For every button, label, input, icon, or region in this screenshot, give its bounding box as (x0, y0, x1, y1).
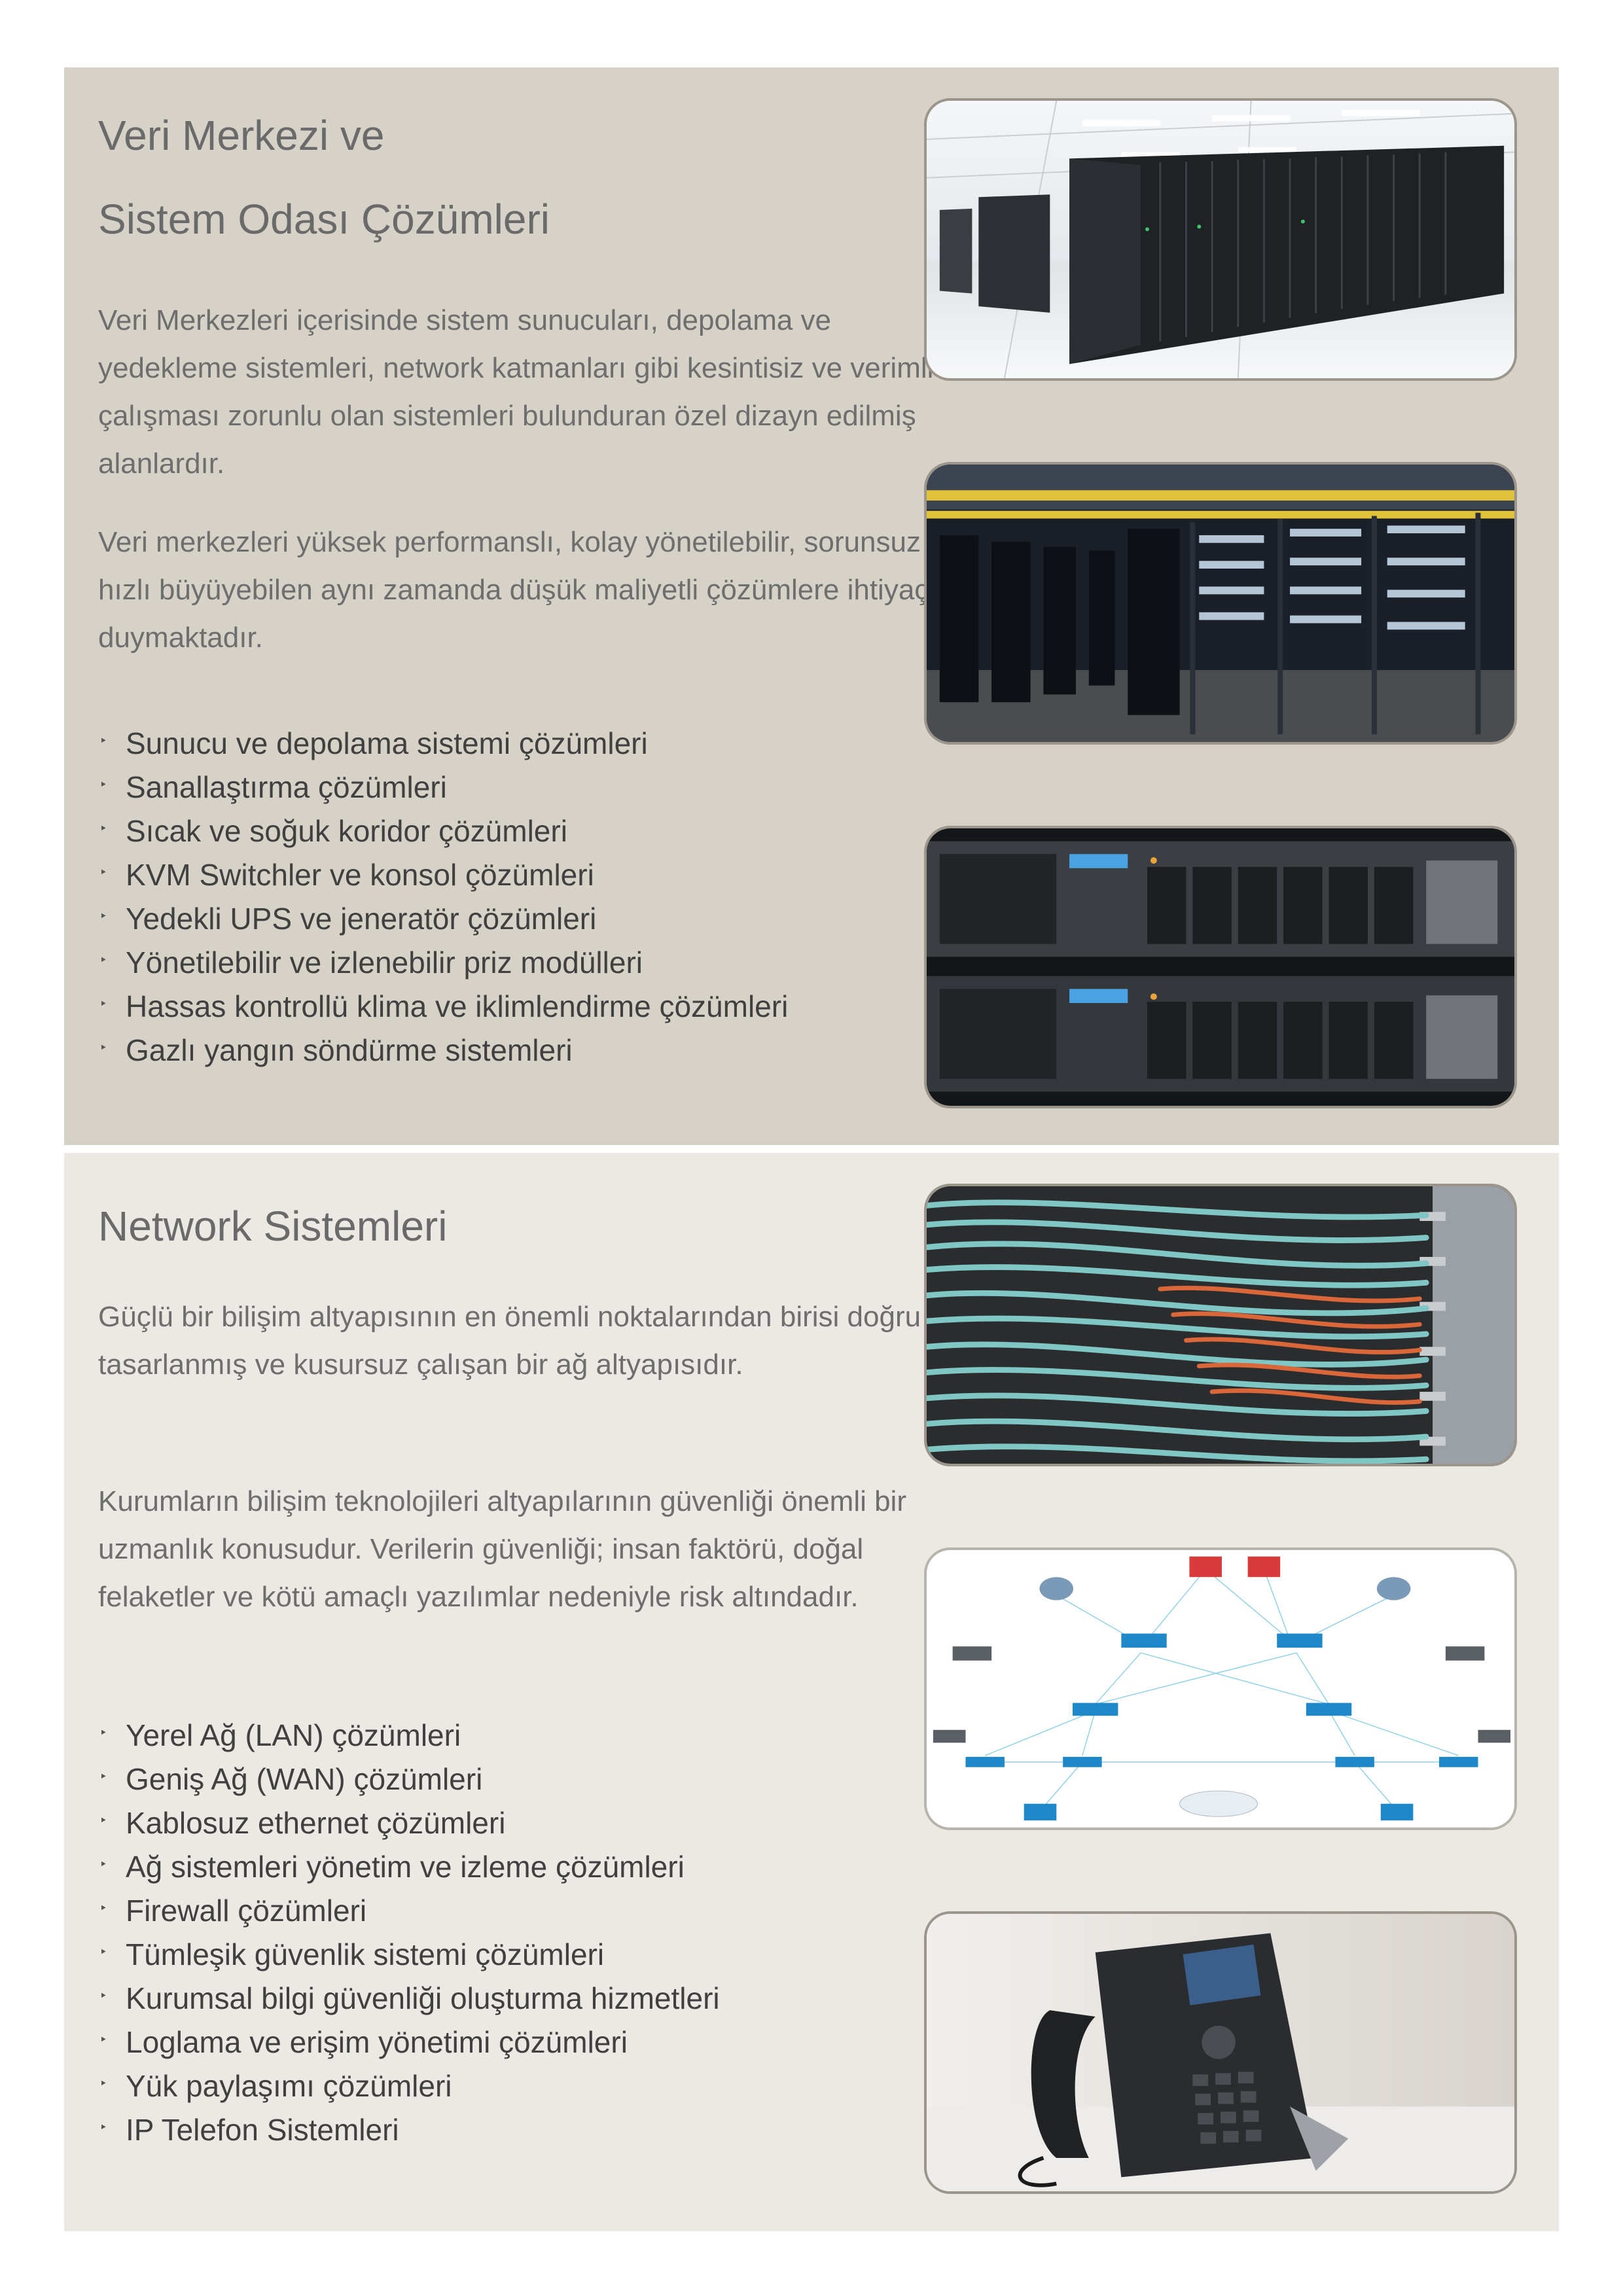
ip-phone-photo (924, 1911, 1517, 2194)
list-item: ‣ Sıcak ve soğuk koridor çözümleri (98, 809, 788, 853)
bullet-triangle-icon: ‣ (99, 1858, 107, 1872)
list-item: ‣ Geniş Ağ (WAN) çözümleri (98, 1757, 720, 1801)
rack-aisle-photo (924, 462, 1517, 745)
rack-server-photo (924, 826, 1517, 1108)
bullet-triangle-icon: ‣ (99, 734, 107, 749)
list-item: ‣ Kurumsal bilgi güvenliği oluşturma hizm… (98, 1977, 720, 2021)
network-title: Network Sistemleri (98, 1203, 448, 1250)
bullet-text: Geniş Ağ (WAN) çözümleri (126, 1762, 483, 1796)
bullet-text: Loglama ve erişim yönetimi çözümleri (126, 2025, 628, 2059)
bullet-text: Yönetilebilir ve izlenebilir priz modüll… (126, 945, 643, 980)
bullet-text: IP Telefon Sistemleri (126, 2113, 399, 2147)
network-bullet-list: ‣ Yerel Ağ (LAN) çözümleri ‣ Geniş Ağ (WAN… (98, 1714, 720, 2152)
list-item: ‣ Sanallaştırma çözümleri (98, 766, 788, 809)
bullet-text: Ağ sistemleri yönetim ve izleme çözümler… (126, 1850, 685, 1884)
bullet-triangle-icon: ‣ (99, 1770, 107, 1784)
datacenter-paragraph-1: Veri Merkezleri içerisinde sistem sunucu… (98, 304, 934, 480)
bullet-triangle-icon: ‣ (99, 2077, 107, 2091)
network-paragraph-2: Kurumların bilişim teknolojileri altyapı… (98, 1485, 906, 1613)
fiber-cables-photo (924, 1184, 1517, 1466)
bullet-triangle-icon: ‣ (99, 778, 107, 792)
list-item: ‣ Loglama ve erişim yönetimi çözümleri (98, 2021, 720, 2064)
datacenter-section: Veri Merkezi ve Sistem Odası Çözümleri V… (64, 67, 1559, 1145)
bullet-text: Yedekli UPS ve jeneratör çözümleri (126, 902, 597, 936)
list-item: ‣ KVM Switchler ve konsol çözümleri (98, 853, 788, 897)
bullet-text: Kablosuz ethernet çözümleri (126, 1806, 506, 1840)
bullet-triangle-icon: ‣ (99, 910, 107, 924)
bullet-text: Gazlı yangın söndürme sistemleri (126, 1033, 573, 1067)
datacenter-title: Veri Merkezi ve Sistem Odası Çözümleri (98, 94, 550, 261)
network-paragraph-1: Güçlü bir bilişim altyapısının en önemli… (98, 1301, 921, 1381)
datacenter-title-line-1: Veri Merkezi ve (98, 112, 385, 159)
bullet-text: Sunucu ve depolama sistemi çözümleri (126, 726, 648, 760)
bullet-text: Firewall çözümleri (126, 1894, 367, 1928)
bullet-text: KVM Switchler ve konsol çözümleri (126, 858, 594, 892)
network-section: Network Sistemleri Güçlü bir bilişim alt… (64, 1153, 1559, 2231)
bullet-triangle-icon: ‣ (99, 1989, 107, 2004)
list-item: ‣ Yönetilebilir ve izlenebilir priz modül… (98, 941, 788, 985)
bullet-triangle-icon: ‣ (99, 2121, 107, 2135)
list-item: ‣ IP Telefon Sistemleri (98, 2108, 720, 2152)
bullet-triangle-icon: ‣ (99, 1901, 107, 1916)
bullet-text: Yük paylaşımı çözümleri (126, 2069, 452, 2103)
bullet-text: Tümleşik güvenlik sistemi çözümleri (126, 1937, 605, 1971)
bullet-text: Kurumsal bilgi güvenliği oluşturma hizme… (126, 1981, 720, 2015)
list-item: ‣ Yük paylaşımı çözümleri (98, 2064, 720, 2108)
list-item: ‣ Yedekli UPS ve jeneratör çözümleri (98, 897, 788, 941)
list-item: ‣ Yerel Ağ (LAN) çözümleri (98, 1714, 720, 1757)
list-item: ‣ Ağ sistemleri yönetim ve izleme çözümle… (98, 1845, 720, 1889)
list-item: ‣ Hassas kontrollü klima ve iklimlendirme… (98, 985, 788, 1029)
bullet-triangle-icon: ‣ (99, 953, 107, 968)
bullet-triangle-icon: ‣ (99, 1726, 107, 1740)
datacenter-paragraph-2: Veri merkezleri yüksek performanslı, kol… (98, 526, 959, 654)
list-item: ‣ Tümleşik güvenlik sistemi çözümleri (98, 1933, 720, 1977)
bullet-triangle-icon: ‣ (99, 822, 107, 836)
bullet-text: Hassas kontrollü klima ve iklimlendirme … (126, 989, 789, 1023)
list-item: ‣ Kablosuz ethernet çözümleri (98, 1801, 720, 1845)
list-item: ‣ Firewall çözümleri (98, 1889, 720, 1933)
datacenter-bullet-list: ‣ Sunucu ve depolama sistemi çözümleri ‣ S… (98, 722, 788, 1072)
list-item: ‣ Gazlı yangın söndürme sistemleri (98, 1029, 788, 1072)
bullet-triangle-icon: ‣ (99, 2033, 107, 2047)
bullet-triangle-icon: ‣ (99, 997, 107, 1012)
server-room-photo (924, 98, 1517, 381)
list-item: ‣ Sunucu ve depolama sistemi çözümleri (98, 722, 788, 766)
datacenter-title-line-2: Sistem Odası Çözümleri (98, 196, 550, 243)
bullet-triangle-icon: ‣ (99, 866, 107, 880)
bullet-triangle-icon: ‣ (99, 1041, 107, 1055)
network-topology-diagram (924, 1547, 1517, 1830)
bullet-triangle-icon: ‣ (99, 1814, 107, 1828)
bullet-text: Sıcak ve soğuk koridor çözümleri (126, 814, 567, 848)
bullet-text: Sanallaştırma çözümleri (126, 770, 447, 804)
bullet-triangle-icon: ‣ (99, 1945, 107, 1960)
bullet-text: Yerel Ağ (LAN) çözümleri (126, 1718, 461, 1752)
